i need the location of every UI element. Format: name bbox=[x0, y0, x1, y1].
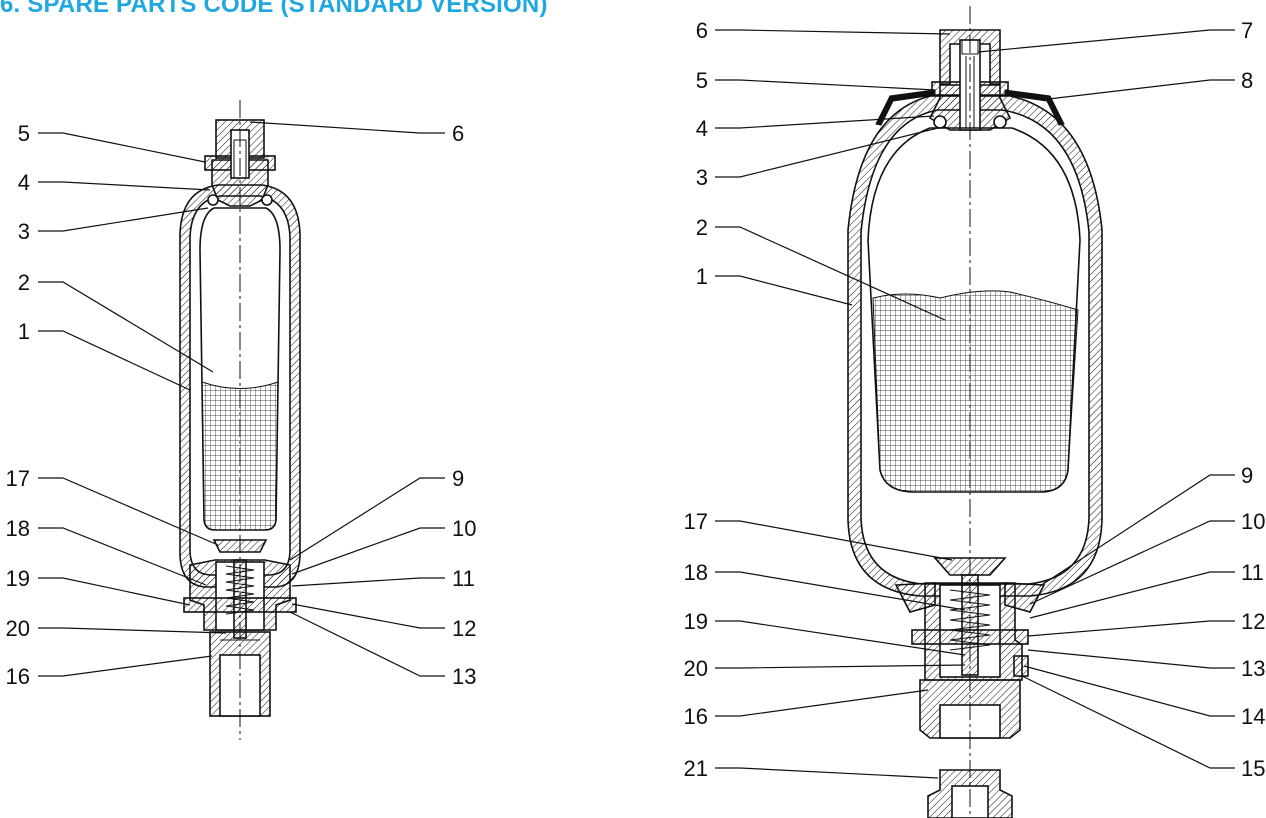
right-label-17: 17 bbox=[684, 509, 708, 534]
right-label-18: 18 bbox=[684, 560, 708, 585]
right-label-10: 10 bbox=[1241, 509, 1265, 534]
right-label-12: 12 bbox=[1241, 609, 1265, 634]
left-label-12: 12 bbox=[452, 616, 476, 641]
right-label-1: 1 bbox=[696, 264, 708, 289]
left-label-20: 20 bbox=[6, 616, 30, 641]
left-label-6: 6 bbox=[452, 121, 464, 146]
right-label-8: 8 bbox=[1241, 68, 1253, 93]
left-label-18: 18 bbox=[6, 516, 30, 541]
right-label-3: 3 bbox=[696, 165, 708, 190]
right-label-16: 16 bbox=[684, 704, 708, 729]
right-label-20: 20 bbox=[684, 656, 708, 681]
left-label-16: 16 bbox=[6, 664, 30, 689]
right-label-column-left: 6 5 4 3 2 1 17 18 19 20 16 21 bbox=[684, 18, 708, 781]
right-label-4: 4 bbox=[696, 116, 708, 141]
left-label-column-right: 6 9 10 11 12 13 bbox=[452, 121, 476, 689]
right-label-9: 9 bbox=[1241, 463, 1253, 488]
left-label-1: 1 bbox=[18, 319, 30, 344]
right-valve-cap bbox=[939, 29, 1001, 85]
left-label-9: 9 bbox=[452, 466, 464, 491]
right-label-13: 13 bbox=[1241, 656, 1265, 681]
left-label-column: 5 4 3 2 1 17 18 19 20 16 bbox=[6, 121, 30, 689]
right-label-2: 2 bbox=[696, 215, 708, 240]
left-leaders bbox=[38, 121, 445, 677]
right-label-19: 19 bbox=[684, 609, 708, 634]
left-label-3: 3 bbox=[18, 219, 30, 244]
left-label-4: 4 bbox=[18, 170, 30, 195]
right-label-11: 11 bbox=[1241, 560, 1264, 585]
left-label-5: 5 bbox=[18, 121, 30, 146]
right-label-15: 15 bbox=[1241, 756, 1265, 781]
right-label-column-right: 7 8 9 10 11 12 13 14 15 bbox=[1241, 18, 1265, 781]
right-accumulator bbox=[847, 6, 1103, 818]
left-label-2: 2 bbox=[18, 270, 30, 295]
left-label-11: 11 bbox=[452, 566, 475, 591]
right-leaders bbox=[715, 29, 1235, 779]
left-label-19: 19 bbox=[6, 566, 30, 591]
left-accumulator bbox=[179, 100, 301, 740]
left-label-10: 10 bbox=[452, 516, 476, 541]
right-bleed-screw bbox=[1013, 655, 1029, 677]
right-label-7: 7 bbox=[1241, 18, 1253, 43]
right-label-21: 21 bbox=[684, 756, 708, 781]
right-label-6: 6 bbox=[696, 18, 708, 43]
right-label-14: 14 bbox=[1241, 704, 1265, 729]
left-label-13: 13 bbox=[452, 664, 476, 689]
section-heading: 6. SPARE PARTS CODE (STANDARD VERSION) bbox=[0, 0, 548, 18]
left-label-17: 17 bbox=[6, 466, 30, 491]
right-label-5: 5 bbox=[696, 68, 708, 93]
right-bladder-fluid bbox=[872, 290, 1079, 493]
